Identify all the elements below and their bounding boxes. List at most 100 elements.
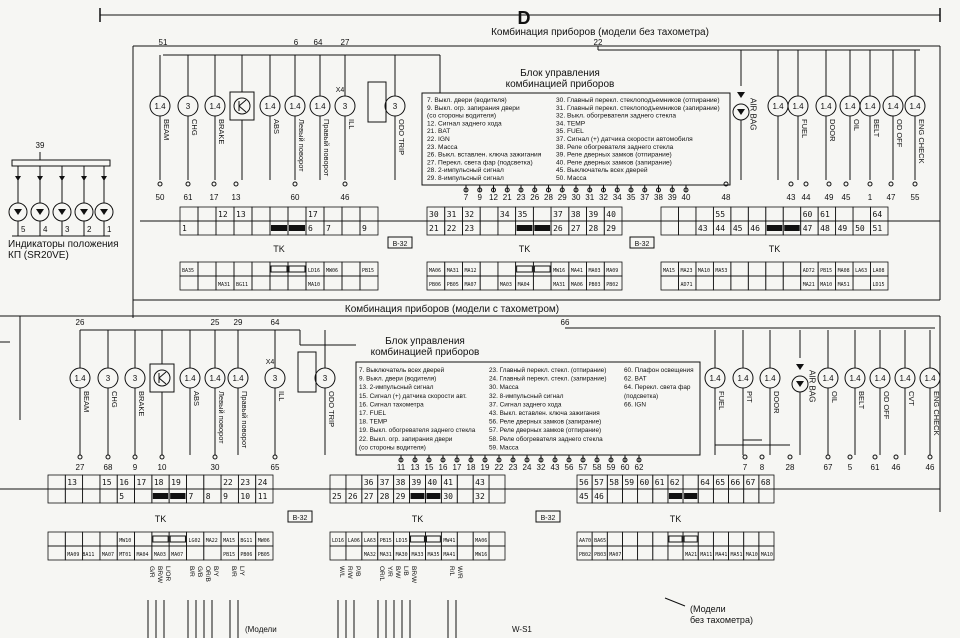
gauge-label: ODO TRIP [397,119,406,155]
connector-pin: 15 [102,478,112,487]
connector-cell [532,275,552,291]
connector-cell [782,261,802,277]
connector-pin: 38 [396,478,406,487]
connector-cell [456,474,474,490]
tk-connector-pin: MA10 [308,282,320,288]
connector-cell [82,474,101,490]
tk-connector-pin: MA03 [154,552,166,558]
connector-cell [532,206,552,222]
legend-item: 29. 8-импульсный сигнал [427,174,504,182]
tk-connector-pin: MW41 [443,538,455,544]
diode-icon [796,381,804,387]
ref-box [535,510,561,523]
tk-connector-pin: MA31 [447,268,459,274]
ecu-pin-number: 37 [640,193,649,202]
connector-pin: 18 [154,478,164,487]
connector-cell [251,261,271,277]
connector-cell [622,488,639,504]
pin-number: 45 [842,193,851,202]
ecu-pin-number: 21 [503,193,512,202]
ecu-title: Блок управления [520,68,600,79]
tk-connector-pin: MA31 [553,282,565,288]
connector-cell [323,275,343,291]
pin-terminal [292,181,298,187]
pin-number: 30 [211,463,220,472]
connector-cell [329,474,347,490]
wire-color-label: B/Y [212,566,219,577]
connector-pin: 67 [746,478,756,487]
pin-terminal [426,457,432,463]
pin-number: 28 [786,463,795,472]
connector-slot [516,265,533,273]
connector-cell [134,531,153,547]
gauge-label: BRAKE [217,119,226,144]
gauge-lamp-icon [204,367,226,389]
gauge-lamp-icon [732,367,754,389]
legend-item: 56. Реле дверных замков (запирание) [489,419,601,426]
gauge-label: ABS [192,391,201,406]
transistor-collector [158,371,167,379]
connector-key [534,225,551,231]
ecu-pin-number: 29 [558,193,567,202]
connector-cell [743,488,760,504]
connector-key [152,493,169,499]
pin-number: 60 [291,193,300,202]
pin-number: 9 [133,463,138,472]
ecu-pin-number: 31 [585,193,594,202]
pin-terminal [77,454,83,460]
gauge-label: DOOR [772,391,781,414]
pin-number: 27 [76,463,85,472]
connector-cell [134,488,153,504]
legend-item: 66. IGN [624,401,646,408]
connector-pin: 37 [380,478,390,487]
connector-cell [99,531,118,547]
legend-item: 35. FUEL [556,128,584,135]
tk-connector-pin: MA07 [171,552,183,558]
section-letter: D [518,8,531,28]
connector-cell [269,261,289,277]
gauge-lamp-icon [919,367,941,389]
tk-connector-pin: MA30 [396,552,408,558]
legend-item: 7. Выключатель всех дверей [359,366,445,374]
connector-cell [730,206,749,222]
pin-terminal [518,187,524,193]
pin-terminal [642,187,648,193]
tk-connector-pin: MA03 [589,268,601,274]
tk-connector-pin: MW06 [258,538,270,544]
connector-cell [215,261,235,277]
connector-cell [660,206,679,222]
connector-cell [151,531,170,547]
tk-label: TK [519,244,531,254]
tk-connector-pin: MA51 [731,552,743,558]
connector-key [289,225,305,231]
pin-terminal [496,457,502,463]
pin-terminal [573,187,579,193]
model-note: (Модели [690,604,726,614]
gauge-lamp-icon [759,367,781,389]
connector-cell [652,545,669,561]
gauge-lamp-icon [314,367,336,389]
legend-item: 38. Реле обогревателя заднего стекла [556,143,674,151]
tk-connector-pin: MT01 [119,552,131,558]
ecu-pin-number: 22 [495,463,504,472]
connector-pin: 31 [447,210,457,219]
connector-cell [64,488,84,504]
connector-pin: 23 [464,224,474,233]
tk-connector-pin: AA70 [579,538,591,544]
connector-pin: 10 [240,492,250,501]
legend-item: 27. Перекл. света фар (подсветка) [427,159,533,166]
connector-cell [82,531,101,547]
gauge-label: Левый поворот [217,391,226,444]
ref-box [629,236,655,249]
tk-connector-pin: MA06 [475,538,487,544]
connector-pin: 46 [750,224,760,233]
pin-terminal [440,457,446,463]
tk-connector-pin: MA32 [364,552,376,558]
tk-connector-pin: LD16 [332,538,344,544]
ref-label: B-32 [635,241,650,248]
ecu-pin-number: 23 [517,193,526,202]
tk-connector-pin: MA09 BA11 [67,552,94,558]
legend-item: 62. BAT [624,376,647,383]
connector-pin: 17 [137,478,147,487]
connector-cell [341,275,361,291]
